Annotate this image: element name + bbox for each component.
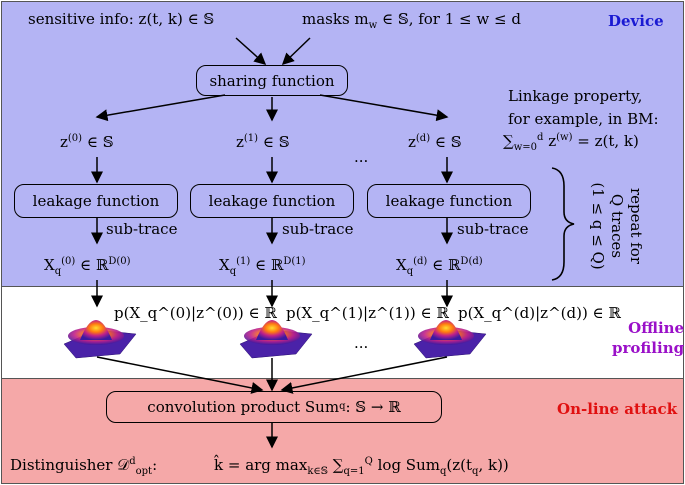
repeat-line-3: (1 ≤ q ≤ Q) bbox=[589, 182, 608, 270]
trace-d: Xq(d) ∈ ℝD(d) bbox=[396, 256, 483, 277]
linkage-line-2: for example, in BM: bbox=[508, 110, 659, 128]
share-0: z(0) ∈ 𝕊 bbox=[60, 133, 114, 151]
share-ellipsis: ... bbox=[354, 148, 369, 166]
masks-sub: w bbox=[368, 20, 378, 31]
pdf-surface-d-icon bbox=[413, 320, 487, 359]
trace-1: Xq(1) ∈ ℝD(1) bbox=[219, 256, 306, 277]
distinguisher-label: Distinguisher 𝒟dopt: bbox=[10, 456, 158, 477]
offline-label-line-1: Offline bbox=[628, 319, 685, 337]
pdf-label-1: p(X_q^(1)|z^(1)) ∈ ℝ bbox=[286, 304, 449, 322]
share-1: z(1) ∈ 𝕊 bbox=[236, 133, 290, 151]
pdf-surface-1-icon bbox=[239, 320, 313, 359]
leakage-function-box-d: leakage function bbox=[367, 184, 531, 218]
sub-trace-label-0: sub-trace bbox=[106, 220, 178, 238]
masks-text: masks mw ∈ 𝕊, for 1 ≤ w ≤ d bbox=[302, 10, 521, 31]
linkage-sum: ∑ bbox=[503, 132, 514, 150]
repeat-label: repeat for Q traces (1 ≤ q ≤ Q) bbox=[589, 182, 646, 270]
sharing-function-box: sharing function bbox=[196, 65, 348, 96]
sensitive-info-text: sensitive info: z(t, k) ∈ 𝕊 bbox=[28, 10, 215, 28]
repeat-line-1: repeat for bbox=[627, 187, 646, 265]
leakage-function-box-1: leakage function bbox=[190, 184, 354, 218]
pdf-label-d: p(X_q^(d)|z^(d)) ∈ ℝ bbox=[458, 304, 621, 322]
repeat-line-2: Q traces bbox=[608, 193, 627, 259]
argmax-formula: k̂ = arg maxk∈𝕊 ∑q=1Q log Sumq(z(tq, k)) bbox=[214, 456, 509, 477]
device-region bbox=[1, 1, 684, 287]
pdf-ellipsis: ... bbox=[354, 334, 369, 352]
share-d: z(d) ∈ 𝕊 bbox=[408, 133, 462, 151]
trace-0: Xq(0) ∈ ℝD(0) bbox=[44, 256, 131, 277]
sub-trace-label-d: sub-trace bbox=[457, 220, 529, 238]
masks-label: masks m bbox=[302, 10, 369, 28]
pdf-surface-0-icon bbox=[63, 320, 137, 359]
leakage-function-box-0: leakage function bbox=[14, 184, 178, 218]
online-label: On-line attack bbox=[557, 400, 678, 418]
linkage-formula: ∑w=0d z(w) = z(t, k) bbox=[503, 132, 639, 153]
offline-label-line-2: profiling bbox=[612, 339, 685, 358]
pdf-label-0: p(X_q^(0)|z^(0)) ∈ ℝ bbox=[114, 304, 277, 322]
device-label: Device bbox=[608, 12, 664, 30]
masks-rest: ∈ 𝕊, for 1 ≤ w ≤ d bbox=[377, 10, 521, 28]
offline-label: Offline profiling bbox=[612, 318, 684, 359]
linkage-line-1: Linkage property, bbox=[508, 87, 643, 105]
sub-trace-label-1: sub-trace bbox=[282, 220, 354, 238]
